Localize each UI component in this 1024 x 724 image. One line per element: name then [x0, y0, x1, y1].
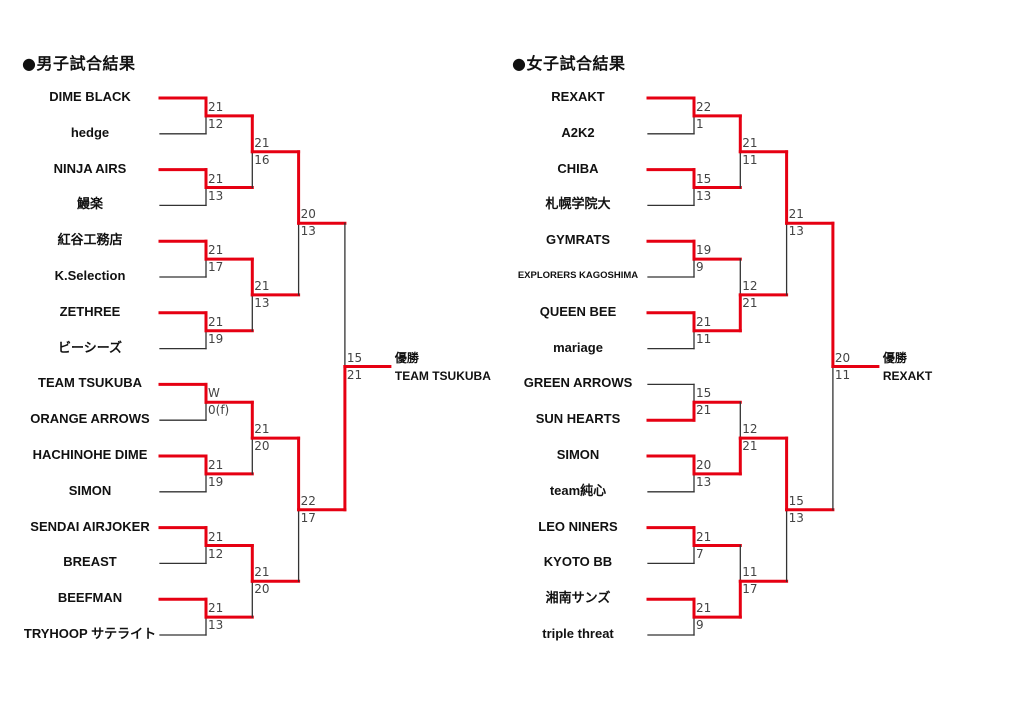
score-top: W: [208, 386, 220, 401]
score-bottom: 13: [300, 224, 316, 239]
score-top: 21: [208, 243, 224, 258]
score-top: 21: [254, 278, 270, 293]
team-name: DIME BLACK: [49, 89, 131, 104]
score-top: 12: [742, 278, 758, 293]
score-top: 21: [254, 565, 270, 580]
team-name: SIMON: [556, 447, 600, 462]
score-bottom: 13: [696, 474, 712, 489]
score-bottom: 17: [742, 582, 758, 597]
score-top: 21: [208, 529, 224, 544]
score-top: 15: [788, 493, 804, 508]
team-name: REXAKT: [551, 89, 605, 104]
team-name: SENDAI AIRJOKER: [30, 518, 150, 534]
team-name: K.Selection: [54, 268, 126, 283]
score-top: 21: [208, 314, 224, 329]
champion-name: REXAKT: [882, 368, 933, 383]
score-top: 22: [300, 493, 316, 508]
team-name: BEEFMAN: [57, 590, 123, 606]
team-name: GREEN ARROWS: [523, 375, 633, 391]
score-bottom: 21: [742, 439, 758, 454]
team-name: BREAST: [63, 554, 117, 570]
score-bottom: 19: [208, 474, 224, 489]
team-name: triple threat: [542, 626, 614, 641]
team-name: KYOTO BB: [543, 554, 613, 570]
score-bottom: 9: [696, 260, 704, 275]
score-bottom: 1: [696, 116, 704, 131]
team-name: QUEEN BEE: [539, 303, 617, 319]
score-top: 21: [254, 135, 270, 150]
score-top: 21: [254, 422, 270, 437]
score-bottom: 7: [696, 546, 704, 561]
score-bottom: 13: [208, 618, 224, 633]
score-top: 12: [742, 422, 758, 437]
team-name: TEAM TSUKUBA: [38, 375, 142, 391]
score-top: 21: [696, 601, 712, 616]
team-name: SUN HEARTS: [535, 411, 621, 427]
women-bracket-title: ●女子試合結果: [512, 54, 626, 73]
score-bottom: 21: [346, 367, 363, 382]
score-top: 21: [208, 457, 224, 472]
team-name: mariage: [553, 339, 603, 355]
score-bottom: 11: [696, 331, 712, 346]
score-top: 15: [696, 386, 712, 401]
team-name: 札幌学院大: [545, 196, 611, 212]
score-bottom: 19: [208, 331, 224, 346]
team-name: LEO NINERS: [538, 518, 618, 534]
score-top: 21: [788, 207, 804, 222]
score-top: 21: [742, 135, 758, 150]
score-bottom: 13: [696, 188, 712, 203]
team-name: NINJA AIRS: [53, 160, 127, 176]
score-top: 15: [346, 350, 363, 365]
score-bottom: 13: [208, 188, 224, 203]
score-bottom: 11: [834, 367, 851, 382]
score-bottom: 13: [254, 295, 270, 310]
score-bottom: 17: [208, 260, 224, 275]
score-bottom: 13: [788, 224, 804, 239]
score-bottom: 20: [254, 439, 270, 454]
score-bottom: 12: [208, 116, 224, 131]
men-bracket-title: ●男子試合結果: [22, 54, 136, 73]
champion-name: TEAM TSUKUBA: [394, 368, 491, 383]
score-top: 21: [208, 99, 224, 114]
score-bottom: 17: [300, 510, 316, 525]
score-bottom: 9: [696, 618, 704, 633]
score-top: 11: [742, 565, 758, 580]
score-bottom: 12: [208, 546, 224, 561]
score-bottom: 11: [742, 152, 758, 167]
score-top: 22: [696, 99, 712, 114]
team-name: 紅谷工務店: [57, 232, 123, 248]
team-name: 鰻楽: [76, 196, 103, 212]
team-name: ORANGE ARROWS: [30, 411, 150, 427]
score-top: 20: [300, 207, 316, 222]
team-name: EXPLORERS KAGOSHIMA: [517, 270, 639, 281]
champion-label: 優勝: [394, 350, 419, 365]
champion-label: 優勝: [882, 350, 907, 365]
team-name: 湘南サンズ: [545, 590, 611, 606]
score-bottom: 21: [696, 403, 712, 418]
team-name: TRYHOOP サテライト: [23, 626, 157, 641]
score-top: 21: [208, 171, 224, 186]
team-name: GYMRATS: [545, 232, 611, 248]
score-top: 21: [696, 529, 712, 544]
team-name: ビーシーズ: [57, 339, 123, 355]
score-top: 19: [696, 243, 712, 258]
score-top: 21: [696, 314, 712, 329]
team-name: SIMON: [68, 482, 112, 498]
score-bottom: 13: [788, 510, 804, 525]
team-name: CHIBA: [557, 160, 599, 176]
score-bottom: 21: [742, 295, 758, 310]
score-bottom: 0(f): [208, 403, 230, 418]
score-top: 20: [696, 457, 712, 472]
team-name: HACHINOHE DIME: [32, 447, 148, 462]
score-bottom: 20: [254, 582, 270, 597]
team-name: hedge: [70, 124, 110, 140]
team-name: A2K2: [561, 124, 595, 140]
score-top: 20: [834, 350, 851, 365]
team-name: team純心: [549, 482, 607, 498]
score-bottom: 16: [254, 152, 270, 167]
score-top: 21: [208, 601, 224, 616]
score-top: 15: [696, 171, 712, 186]
team-name: ZETHREE: [59, 303, 121, 319]
